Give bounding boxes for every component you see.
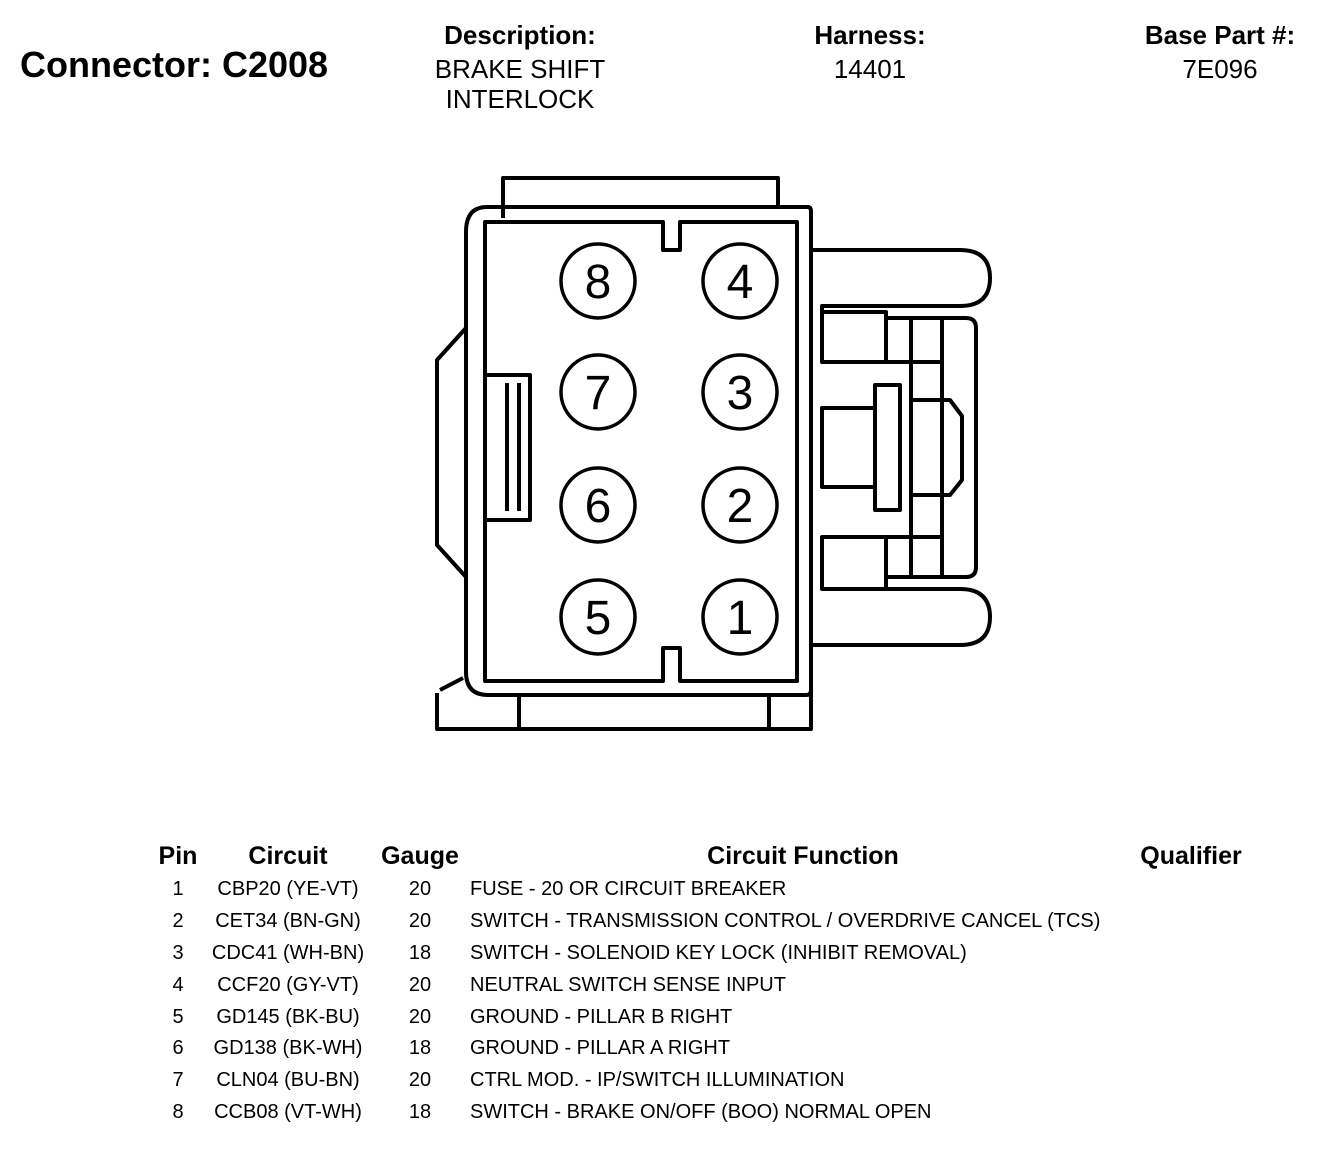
row-qualifier <box>1136 969 1246 1001</box>
row-pin: 6 <box>172 1037 184 1060</box>
row-pin: 5 <box>172 1005 184 1028</box>
table-row: 4 CCF20 (GY-VT) 20 NEUTRAL SWITCH SENSE … <box>150 969 1246 1001</box>
pin-cavity-1 <box>701 578 779 656</box>
row-gauge: 18 <box>408 1037 432 1060</box>
base-part-value: 7E096 <box>1182 54 1258 84</box>
header-pin: Pin <box>158 841 198 870</box>
table-row: 6 GD138 (BK-WH) 18 GROUND - PILLAR A RIG… <box>150 1033 1246 1065</box>
row-function: FUSE - 20 OR CIRCUIT BREAKER <box>470 878 787 901</box>
harness-label: Harness: <box>814 20 926 50</box>
row-circuit: CCF20 (GY-VT) <box>217 973 359 996</box>
header-circuit-function: Circuit Function <box>707 841 899 870</box>
row-function: CTRL MOD. - IP/SWITCH ILLUMINATION <box>470 1069 845 1092</box>
connector-title: Connector: C2008 <box>20 44 329 85</box>
row-qualifier <box>1136 906 1246 938</box>
pin-cavity-6 <box>559 466 637 544</box>
pin-cavities <box>559 242 779 656</box>
row-gauge: 20 <box>408 878 432 901</box>
description-block: Description: BRAKE SHIFT INTERLOCK <box>380 18 660 114</box>
table-row: 8 CCB08 (VT-WH) 18 SWITCH - BRAKE ON/OFF… <box>150 1097 1246 1129</box>
row-qualifier <box>1136 938 1246 970</box>
pin-cavity-5 <box>559 578 637 656</box>
pin-number-8: 8 <box>585 256 612 309</box>
table-row: 2 CET34 (BN-GN) 20 SWITCH - TRANSMISSION… <box>150 906 1246 938</box>
pin-number-4: 4 <box>727 256 754 309</box>
left-inner-rib <box>485 373 532 522</box>
row-circuit: GD145 (BK-BU) <box>216 1005 360 1028</box>
harness-block: Harness: 14401 <box>770 18 970 84</box>
pin-number-6: 6 <box>585 480 612 533</box>
row-gauge: 20 <box>408 910 432 933</box>
pin-table-header-row: Pin Circuit Gauge Circuit Function Quali… <box>150 838 1246 874</box>
lower-lock-block <box>820 535 888 591</box>
row-function: NEUTRAL SWITCH SENSE INPUT <box>470 973 786 996</box>
row-function: GROUND - PILLAR B RIGHT <box>470 1005 733 1028</box>
pin-number-7: 7 <box>585 367 612 420</box>
base-part-block: Base Part #: 7E096 <box>1120 18 1320 84</box>
row-gauge: 20 <box>408 1005 432 1028</box>
description-value-line1: BRAKE SHIFT <box>434 54 606 84</box>
row-qualifier <box>1136 1097 1246 1129</box>
harness-value: 14401 <box>833 54 907 84</box>
row-qualifier <box>1136 1065 1246 1097</box>
row-qualifier <box>1136 1033 1246 1065</box>
lower-lock-arm <box>811 587 992 647</box>
header-circuit: Circuit <box>248 841 328 870</box>
pin-number-1: 1 <box>727 592 754 645</box>
row-circuit: CCB08 (VT-WH) <box>214 1100 362 1123</box>
row-gauge: 20 <box>408 973 432 996</box>
upper-lock-arm <box>811 248 992 308</box>
row-qualifier <box>1136 1001 1246 1033</box>
row-function: SWITCH - SOLENOID KEY LOCK (INHIBIT REMO… <box>470 941 967 964</box>
row-pin: 8 <box>172 1100 184 1123</box>
row-pin: 4 <box>172 973 184 996</box>
table-row: 7 CLN04 (BU-BN) 20 CTRL MOD. - IP/SWITCH… <box>150 1065 1246 1097</box>
lock-latch-tab <box>873 383 964 512</box>
pin-number-3: 3 <box>727 367 754 420</box>
row-pin: 7 <box>172 1069 184 1092</box>
row-circuit: CDC41 (WH-BN) <box>211 941 365 964</box>
row-circuit: CET34 (BN-GN) <box>215 910 361 933</box>
row-gauge: 20 <box>408 1069 432 1092</box>
pin-number-5: 5 <box>585 592 612 645</box>
pin-cavity-7 <box>559 353 637 431</box>
top-tab <box>501 176 780 218</box>
table-row: 5 GD145 (BK-BU) 20 GROUND - PILLAR B RIG… <box>150 1001 1246 1033</box>
row-pin: 3 <box>172 941 184 964</box>
row-gauge: 18 <box>408 941 432 964</box>
inner-cavity <box>483 220 799 683</box>
row-circuit: GD138 (BK-WH) <box>213 1037 363 1060</box>
row-circuit: CBP20 (YE-VT) <box>217 878 359 901</box>
connector-face-diagram: 8 4 7 3 6 2 5 1 <box>435 176 992 731</box>
bottom-tab <box>435 676 813 731</box>
row-circuit: CLN04 (BU-BN) <box>216 1069 360 1092</box>
description-value-line2: INTERLOCK <box>445 84 595 114</box>
pin-cavity-8 <box>559 242 637 320</box>
pin-number-2: 2 <box>727 480 754 533</box>
pin-table: Pin Circuit Gauge Circuit Function Quali… <box>150 838 1246 1128</box>
pin-cavity-2 <box>701 466 779 544</box>
lock-frame-outer <box>886 316 978 579</box>
header-gauge: Gauge <box>381 841 459 870</box>
header-qualifier: Qualifier <box>1140 841 1242 870</box>
row-gauge: 18 <box>408 1100 432 1123</box>
lock-center-block <box>820 406 877 489</box>
table-row: 1 CBP20 (YE-VT) 20 FUSE - 20 OR CIRCUIT … <box>150 874 1246 906</box>
row-pin: 1 <box>172 878 184 901</box>
row-function: SWITCH - BRAKE ON/OFF (BOO) NORMAL OPEN <box>470 1100 932 1123</box>
row-qualifier <box>1136 874 1246 906</box>
row-function: SWITCH - TRANSMISSION CONTROL / OVERDRIV… <box>470 910 1101 933</box>
pin-cavity-3 <box>701 353 779 431</box>
housing-outer <box>464 205 813 697</box>
pin-cavity-4 <box>701 242 779 320</box>
description-label: Description: <box>444 20 596 50</box>
row-pin: 2 <box>172 910 184 933</box>
base-part-label: Base Part #: <box>1144 20 1296 50</box>
upper-lock-block <box>820 304 888 364</box>
row-function: GROUND - PILLAR A RIGHT <box>470 1037 731 1060</box>
table-row: 3 CDC41 (WH-BN) 18 SWITCH - SOLENOID KEY… <box>150 938 1246 970</box>
left-latch <box>435 326 468 579</box>
